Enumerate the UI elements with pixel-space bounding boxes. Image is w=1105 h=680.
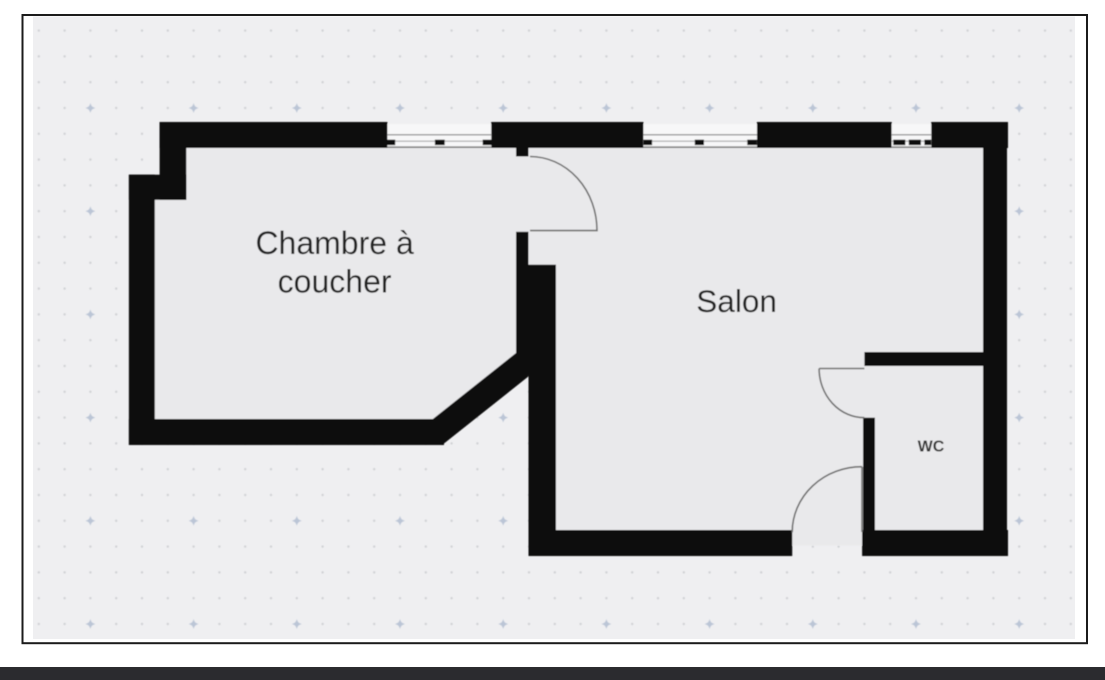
svg-text:Salon: Salon [696, 283, 777, 319]
svg-text:coucher: coucher [278, 264, 392, 300]
svg-text:Chambre à: Chambre à [255, 225, 414, 261]
svg-text:WC: WC [918, 438, 945, 455]
